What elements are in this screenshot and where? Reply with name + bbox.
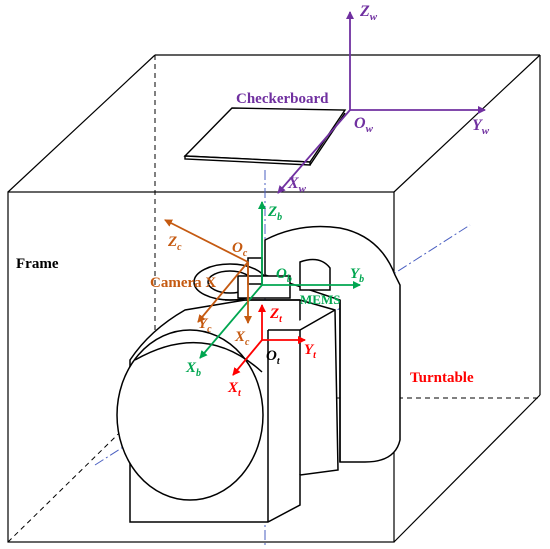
turntable-z-label: Zt bbox=[269, 306, 283, 325]
mems-label: MEMS bbox=[300, 292, 340, 307]
camera-x-label: Xc bbox=[234, 329, 250, 348]
turntable-label: Turntable bbox=[410, 370, 474, 386]
world-axes bbox=[277, 11, 486, 194]
camera-y-label: Yc bbox=[198, 316, 212, 335]
checkerboard-label: Checkerboard bbox=[236, 91, 329, 107]
turntable-origin-label: Ot bbox=[266, 348, 281, 367]
camera-origin-label: Oc bbox=[232, 240, 248, 259]
checkerboard-plate bbox=[183, 107, 347, 166]
base-axes bbox=[199, 201, 361, 359]
frame-box bbox=[7, 54, 541, 543]
turntable-y-label: Yt bbox=[304, 342, 317, 361]
frame-label: Frame bbox=[16, 256, 59, 272]
camera-axes bbox=[164, 219, 252, 324]
base-origin-label: Ob bbox=[276, 266, 292, 285]
camera-z-label: Zc bbox=[167, 234, 182, 253]
base-y-label: Yb bbox=[350, 266, 364, 285]
turntable-x-label: Xt bbox=[227, 380, 242, 399]
turntable-axes bbox=[232, 304, 306, 376]
world-y-label: Yw bbox=[472, 117, 490, 137]
world-z-label: Zw bbox=[359, 3, 378, 23]
world-origin-label: Ow bbox=[354, 115, 374, 135]
world-x-label: Xw bbox=[287, 175, 307, 195]
base-x-label: Xb bbox=[185, 360, 201, 379]
camera-label: Camera X bbox=[150, 275, 216, 291]
base-z-label: Zb bbox=[267, 204, 282, 223]
